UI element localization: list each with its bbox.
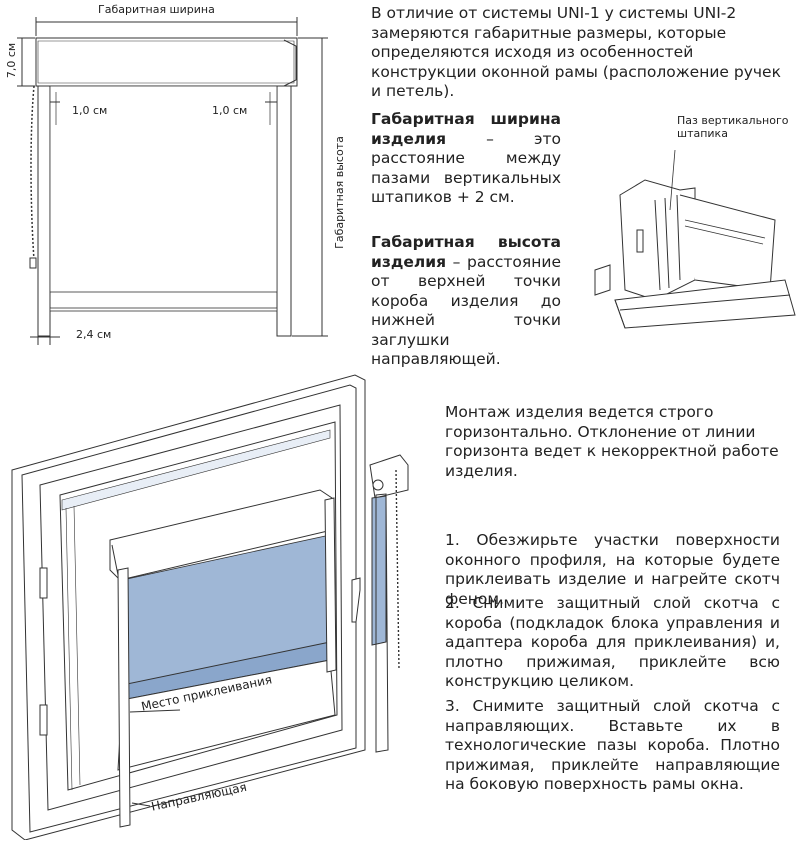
step-2: 2. Снимите защитный слой скотча с короба… <box>445 594 780 690</box>
width-text: – это расстояние между пазами вертикальн… <box>371 129 561 207</box>
guide-width-label: 2,4 см <box>76 328 112 341</box>
mounting-paragraph: Монтаж изделия ведется строго горизонтал… <box>445 403 779 480</box>
intro-paragraph: В отличие от системы UNI-1 у системы UNI… <box>371 4 781 100</box>
right-margin-label: 1,0 см <box>212 104 248 117</box>
width-dimension-label: Габаритная ширина <box>98 3 215 16</box>
step-3: 3. Снимите защитный слой скотча с направ… <box>445 697 780 793</box>
box-height-label: 7,0 см <box>5 42 19 79</box>
step-1: 1. Обезжирьте участки поверхности оконно… <box>445 531 780 608</box>
frame-slot-label: Паз вертикального штапика <box>677 114 789 140</box>
width-term: Габаритная ширина изделия <box>371 110 561 148</box>
window-mounting-drawing <box>11 374 409 840</box>
height-term: Габаритная высота изделия <box>371 233 561 271</box>
height-definition: Габаритная высота изделия – расстояние о… <box>371 233 561 370</box>
height-text: – расстояние от верхней точки короба изд… <box>371 252 561 369</box>
height-dimension-label: Габаритная высота <box>332 136 346 249</box>
width-definition: Габаритная ширина изделия – это расстоян… <box>371 110 561 208</box>
left-margin-label: 1,0 см <box>72 104 108 117</box>
blind-dimension-diagram <box>17 17 328 345</box>
frame-detail-drawing <box>594 150 796 329</box>
